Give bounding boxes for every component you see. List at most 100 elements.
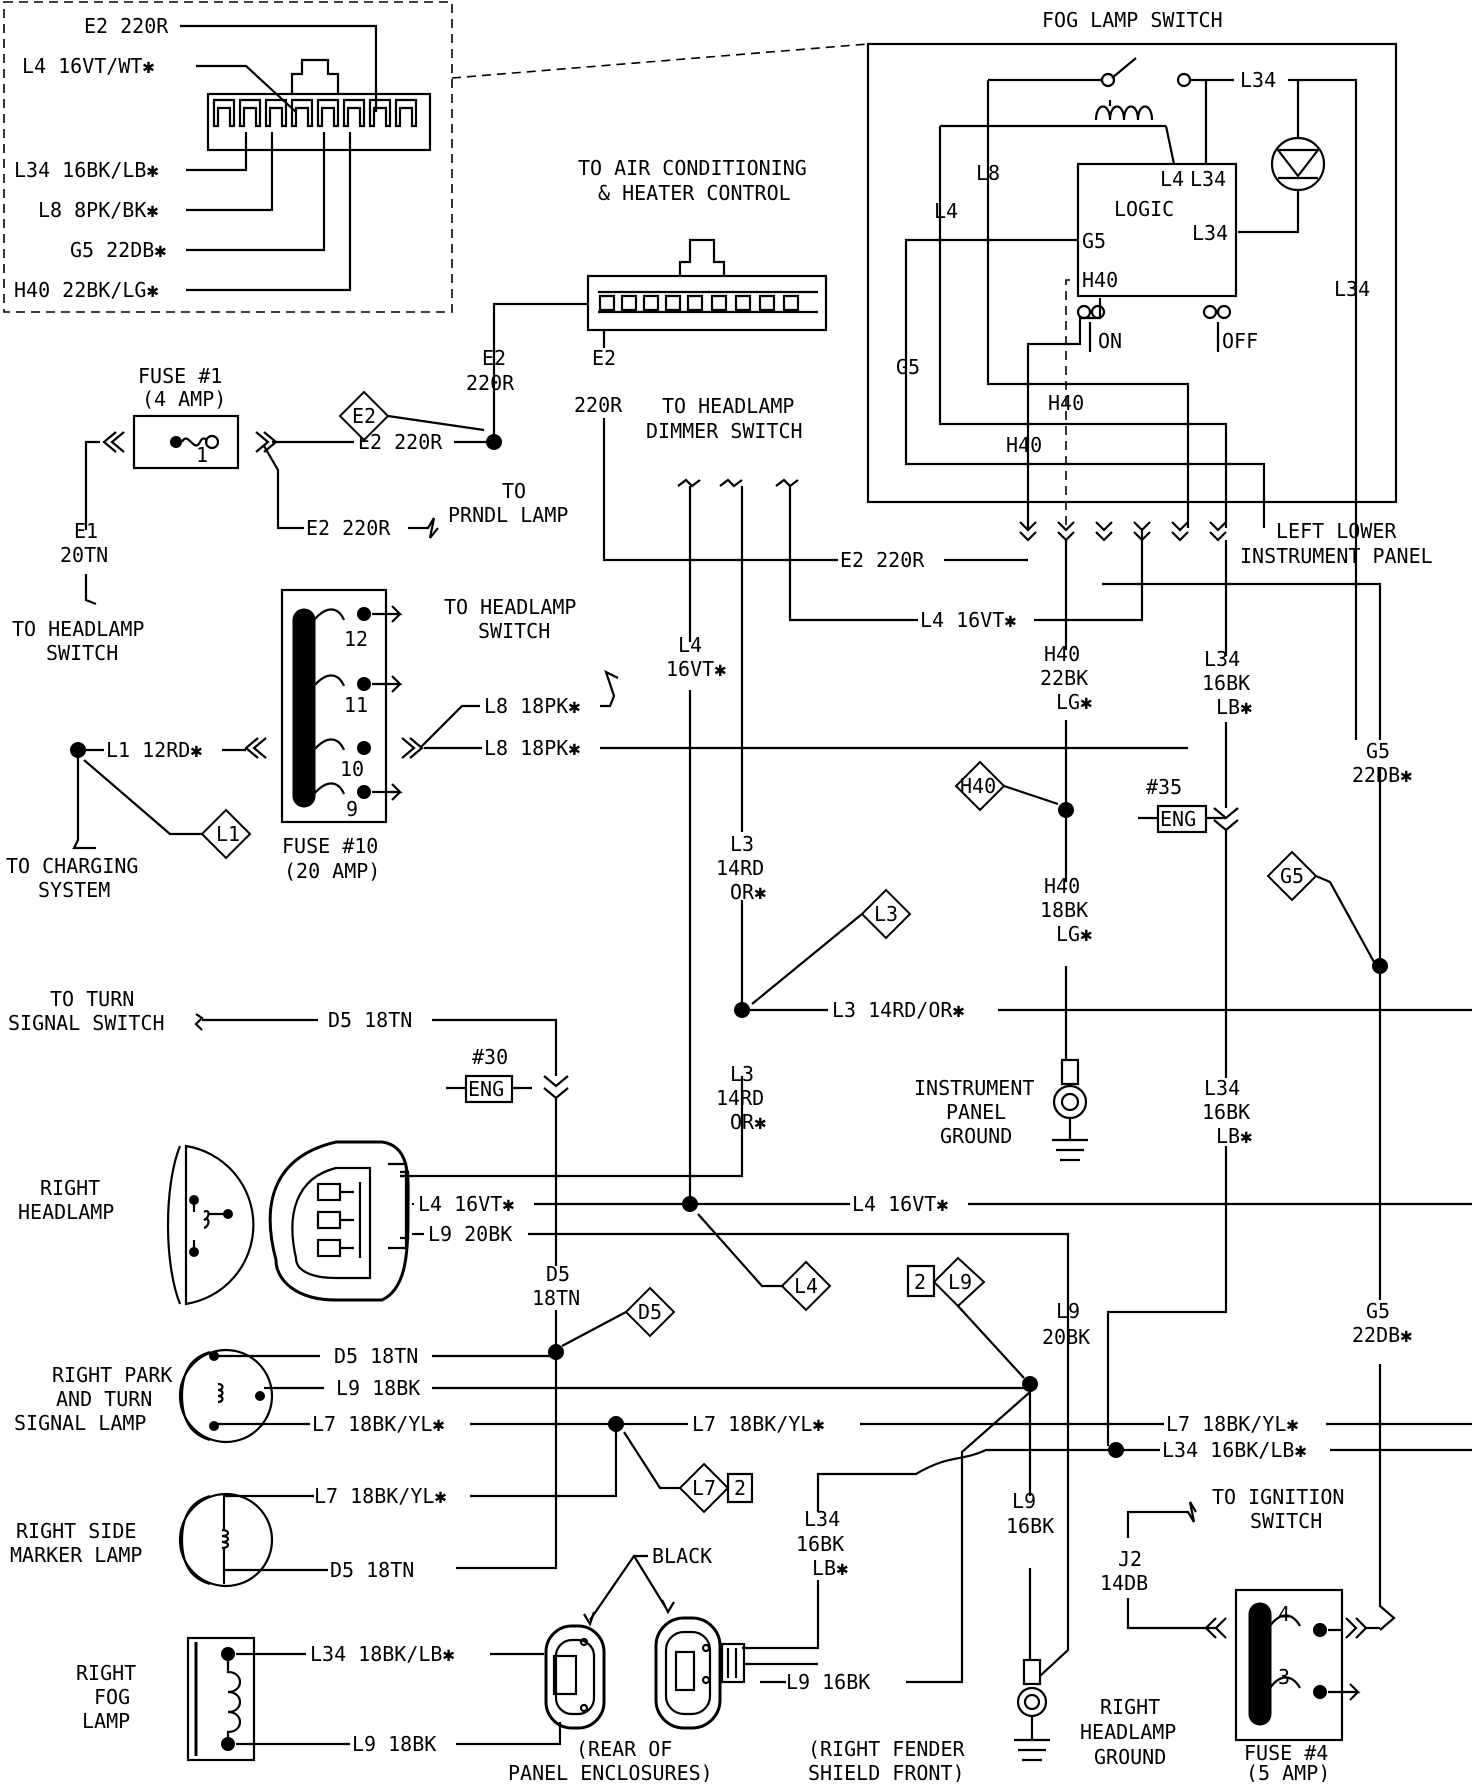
fuse1-title: FUSE #1	[138, 364, 222, 388]
fog-lamp-switch: FOG LAMP SWITCH LOGIC L4 L34 L34 G5 H40 …	[866, 8, 1398, 528]
d5-turn-label: D5 18TN	[328, 1008, 412, 1032]
switch-l34-right-label: L34	[1334, 277, 1370, 301]
fuse10-num-11: 11	[344, 693, 368, 717]
l7-mid-label: L7 18BK/YL✱	[692, 1412, 824, 1436]
l34-gauge: 16BK	[1202, 671, 1250, 695]
fuse4-rating: (5 AMP)	[1246, 1761, 1330, 1782]
fuse10-title: FUSE #10	[282, 834, 378, 858]
park-lamp-1: RIGHT PARK	[52, 1363, 172, 1387]
inset-wire-l8: L8 8PK/BK✱	[38, 198, 158, 222]
park-lamp-icon	[178, 1348, 274, 1444]
e2-label-splice-gauge: 220R	[466, 371, 515, 395]
e2-ac-label: E2	[592, 346, 616, 370]
l34-color: LB✱	[1216, 695, 1252, 719]
l4-right-label: L4 16VT✱	[852, 1192, 948, 1216]
h40-label-low: H40	[1044, 874, 1080, 898]
e1-gauge: 20TN	[60, 543, 108, 567]
fog-lamp-1: RIGHT	[76, 1661, 136, 1685]
right-headlamp-1: RIGHT	[40, 1176, 100, 1200]
fuse4-num-4: 4	[1278, 1602, 1290, 1626]
e2-wire-label-fuse: E2 220R	[358, 430, 443, 454]
ip-ground-2: PANEL	[946, 1100, 1006, 1124]
e2-panel-label: E2 220R	[840, 548, 925, 572]
l9-fender-label: L9 16BK	[786, 1670, 870, 1694]
l9-tag: L9	[948, 1270, 972, 1294]
e1-label: E1	[74, 519, 98, 543]
connector-inset: E2 220R L4 16VT/WT✱ L34 16BK/LB✱ L8 8PK/…	[3, 1, 869, 313]
d5-label: D5	[546, 1262, 570, 1286]
l34-lower-color: LB✱	[812, 1556, 848, 1580]
h40-color-low: LG✱	[1056, 922, 1092, 946]
d5-tag: D5	[638, 1300, 662, 1324]
eng35-label: ENG	[1160, 807, 1196, 831]
e2-prndl-label: E2 220R	[306, 516, 391, 540]
e2-ac-gauge: 220R	[574, 393, 623, 417]
inset-wire-l4: L4 16VT/WT✱	[22, 54, 154, 78]
l1-tag: L1	[216, 822, 240, 846]
logic-label: LOGIC	[1114, 197, 1174, 221]
inset-wire-g5: G5 22DB✱	[70, 238, 166, 262]
ip-ground-3: GROUND	[940, 1124, 1012, 1148]
l9-lower-name: L9	[1012, 1489, 1036, 1513]
left-lower-label-2: INSTRUMENT PANEL	[1240, 544, 1433, 568]
l3-label-low: L3	[730, 1062, 754, 1086]
inset-wire-e2: E2 220R	[84, 14, 169, 38]
dimmer-label-1: TO HEADLAMP	[662, 394, 794, 418]
l9-right-label: L9	[1056, 1299, 1080, 1323]
l9-right-gauge: 20BK	[1042, 1325, 1090, 1349]
ac-label-2: & HEATER CONTROL	[598, 181, 791, 205]
logic-pin-l34b: L34	[1192, 221, 1228, 245]
h40-gauge: 22BK	[1040, 666, 1088, 690]
l34-color-low: LB✱	[1216, 1124, 1252, 1148]
prndl-label-2: PRNDL LAMP	[448, 503, 568, 527]
l8-upper-label: L8 18PK✱	[484, 694, 580, 718]
inset-wire-l34: L34 16BK/LB✱	[14, 158, 159, 182]
park-lamp-3: SIGNAL LAMP	[14, 1411, 146, 1435]
g5-splice	[1372, 958, 1388, 974]
l8-lower-label: L8 18PK✱	[484, 736, 580, 760]
marker-lamp-2: MARKER LAMP	[10, 1543, 142, 1567]
l34-lower-label: L34 16BK/LB✱	[1162, 1438, 1307, 1462]
e1-to-2: SWITCH	[46, 641, 118, 665]
hl-ground-2: HEADLAMP	[1080, 1720, 1176, 1744]
l9-headlamp-label: L9 20BK	[428, 1222, 512, 1246]
fuse1-number: 1	[196, 443, 208, 467]
instrument-panel-ground-icon	[1052, 1058, 1088, 1162]
l34-lower-name: L34	[804, 1507, 840, 1531]
ac-label-1: TO AIR CONDITIONING	[578, 156, 807, 180]
eng30-label: ENG	[468, 1077, 504, 1101]
fuse-1: FUSE #1 (4 AMP) 1	[102, 364, 278, 470]
l34-label-low: L34	[1204, 1076, 1240, 1100]
fender-2: SHIELD FRONT)	[808, 1761, 965, 1782]
rear-panel-connector-right	[654, 1616, 746, 1730]
switch-g5-label: G5	[896, 355, 920, 379]
right-headlamp-icon	[166, 1144, 255, 1306]
l1-wire-label: L1 12RD✱	[106, 738, 202, 762]
fuse-4: 4 3	[1234, 1588, 1368, 1742]
l4-dimmer-label: L4	[678, 633, 702, 657]
hl-ground-3: GROUND	[1094, 1745, 1166, 1769]
l3-color-top: OR✱	[730, 880, 766, 904]
l7-tag: L7	[692, 1476, 716, 1500]
e1-to-1: TO HEADLAMP	[12, 617, 144, 641]
right-headlamp-2: HEADLAMP	[18, 1200, 114, 1224]
fog-switch-title: FOG LAMP SWITCH	[1042, 8, 1223, 32]
l3-color-low: OR✱	[730, 1110, 766, 1134]
l7-marker-label: L7 18BK/YL✱	[314, 1484, 446, 1508]
g5-gauge-low: 22DB✱	[1352, 1323, 1412, 1347]
l34-lower-gauge: 16BK	[796, 1532, 844, 1556]
dimmer-label-2: DIMMER SWITCH	[646, 419, 803, 443]
l9-fog-label: L9 18BK	[352, 1732, 436, 1756]
d5-splice	[548, 1344, 564, 1360]
l3-wire-label: L3 14RD/OR✱	[832, 998, 964, 1022]
headlamp-switch-label-1: TO HEADLAMP	[444, 595, 576, 619]
fuse10-num-10: 10	[340, 757, 364, 781]
l4-panel-label: L4 16VT✱	[920, 608, 1016, 632]
l1-to-2: SYSTEM	[38, 878, 110, 902]
ip-ground-1: INSTRUMENT	[914, 1076, 1034, 1100]
j2-gauge: 14DB	[1100, 1571, 1148, 1595]
ignition-1: TO IGNITION	[1212, 1485, 1344, 1509]
eng35-num: #35	[1146, 775, 1182, 799]
